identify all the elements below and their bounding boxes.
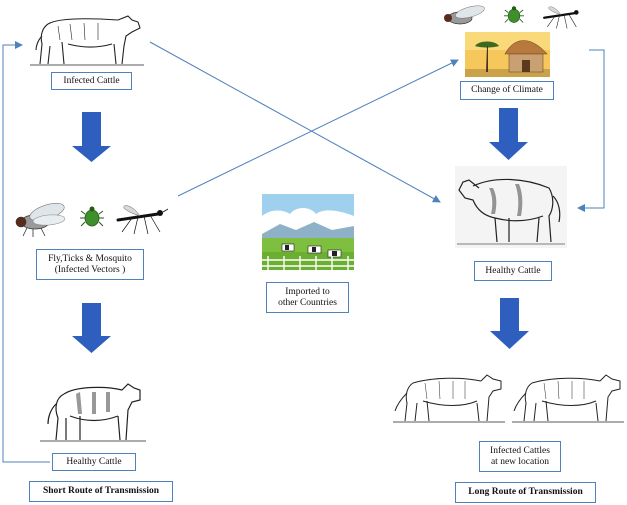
block-arrow-3	[489, 108, 528, 160]
short-route-label: Short Route of Transmission	[29, 481, 173, 502]
cow-icon	[30, 15, 144, 66]
short-route-return-arrow	[2, 41, 50, 463]
cow-icon	[40, 383, 146, 442]
long-route-label: Long Route of Transmission	[455, 482, 596, 503]
block-arrow-1	[72, 112, 111, 162]
infected-cattle-label: Infected Cattle	[51, 72, 132, 90]
vectors-label: Fly,Ticks & Mosquito (Infected Vectors )	[36, 249, 144, 280]
climate-return-arrow	[577, 49, 605, 212]
tick-icon	[80, 206, 104, 227]
block-arrow-2	[72, 303, 111, 353]
fly-icon	[444, 5, 485, 25]
infected-cattles-new-label: Infected Cattles at new location	[479, 441, 561, 472]
tick-icon	[504, 6, 524, 23]
hut-tree-icon	[465, 32, 550, 77]
healthy-cattle-left-label: Healthy Cattle	[52, 453, 136, 471]
fly-icon	[15, 203, 66, 237]
cross-arrow-to-healthy-cattle	[149, 41, 441, 203]
imported-label: Imported to other Countries	[266, 282, 349, 313]
cross-arrow-to-climate	[177, 59, 459, 197]
block-arrow-4	[490, 298, 529, 349]
change-of-climate-label: Change of Climate	[460, 81, 554, 100]
cow-icon	[512, 374, 624, 423]
cow-icon	[455, 166, 567, 248]
pasture-scene-icon	[262, 194, 354, 270]
mosquito-icon	[543, 6, 579, 29]
mosquito-icon	[116, 205, 168, 235]
healthy-cattle-right-label: Healthy Cattle	[474, 261, 552, 281]
cow-icon	[393, 374, 505, 423]
